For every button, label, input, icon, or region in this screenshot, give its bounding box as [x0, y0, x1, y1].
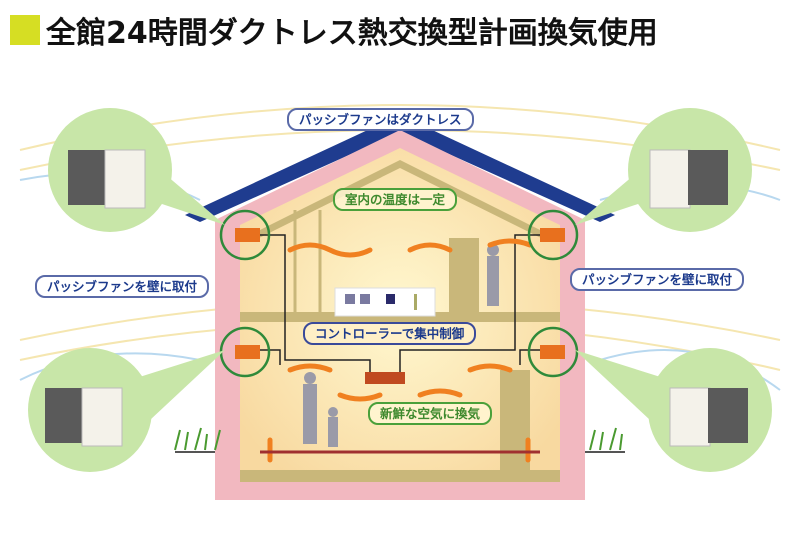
- warm-air-arrows: [267, 238, 533, 463]
- title-text: 全館24時間ダクトレス熱交換型計画換気使用: [46, 16, 658, 51]
- label-temperature: 室内の温度は一定: [333, 188, 458, 211]
- people-silhouettes: [303, 244, 499, 447]
- controller-panel: [334, 287, 436, 317]
- label-wall-left: パッシブファンを壁に取付: [35, 275, 210, 298]
- label-fresh-air: 新鮮な空気に換気: [368, 402, 493, 425]
- grass: [174, 427, 623, 451]
- label-wall-right: パッシブファンを壁に取付: [570, 268, 745, 291]
- control-wiring: [260, 234, 540, 375]
- passive-fan-units: [45, 149, 748, 447]
- central-unit: [365, 372, 405, 384]
- label-controller: コントローラーで集中制御: [303, 322, 477, 345]
- label-ductless: パッシブファンはダクトレス: [287, 108, 474, 131]
- title-marker: [10, 15, 40, 45]
- page-title: 全館24時間ダクトレス熱交換型計画換気使用: [10, 8, 658, 52]
